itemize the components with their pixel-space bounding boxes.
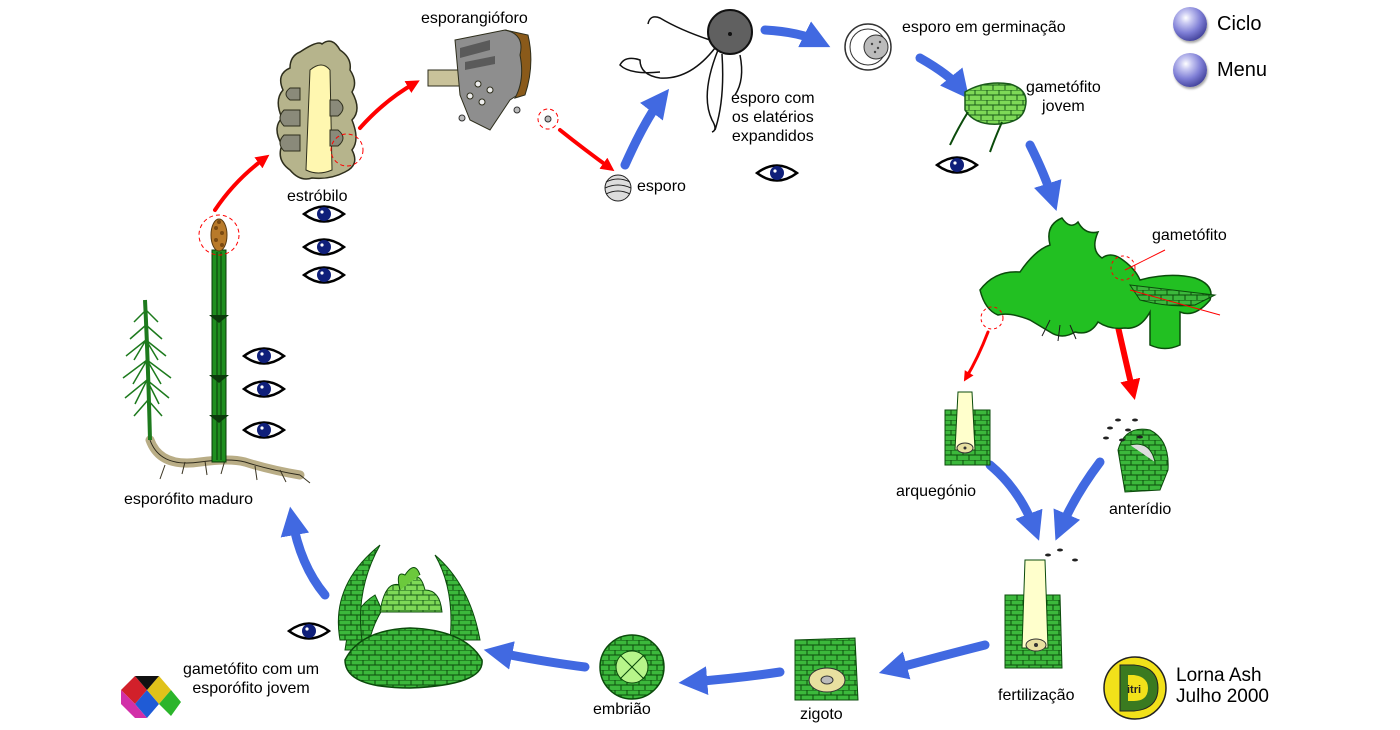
eye-icon[interactable]: [242, 345, 286, 367]
arrow-elaterios-to-germinacao: [760, 21, 831, 48]
blue-orb-icon: [1173, 7, 1207, 41]
label-gametofito-esporofito: gametófito com um esporófito jovem: [183, 661, 320, 697]
arrow-esporangioforo-to-esporo: [558, 128, 615, 172]
label-gametofito-jovem: gametófito jovem: [1026, 79, 1101, 115]
label-estrobilo: estróbilo: [287, 188, 348, 205]
eye-icon[interactable]: [242, 378, 286, 400]
label-gametofito: gametófito: [1152, 227, 1227, 244]
zigoto-illustration: [794, 637, 859, 701]
arrow-germinacao-to-jovem: [915, 53, 970, 99]
eye-icon[interactable]: [242, 419, 286, 441]
label-esporo-elaterios: esporo com os elatérios expandidos: [731, 90, 815, 145]
eye-icon[interactable]: [287, 620, 331, 642]
arrow-estrobilo-to-esporangioforo: [358, 80, 420, 130]
menu-label: Menu: [1217, 58, 1268, 81]
credit-date: Julho 2000: [1176, 686, 1269, 707]
embriao-illustration: [599, 634, 665, 700]
eye-icon[interactable]: [755, 162, 799, 184]
label-embriao: embrião: [593, 701, 651, 718]
arquegonio-illustration: [944, 391, 991, 466]
arrow-fertilizacao-to-zigoto: [878, 640, 990, 680]
eye-icon[interactable]: [935, 154, 979, 176]
ditri-logo-letters: itri: [1127, 684, 1141, 696]
ciclo-button[interactable]: Ciclo: [1173, 7, 1261, 41]
esporangioforo-illustration: [427, 29, 559, 131]
label-anteridio: anterídio: [1109, 501, 1172, 518]
menu-button[interactable]: Menu: [1173, 53, 1267, 87]
arrow-jovem-to-gametofito: [1025, 140, 1062, 211]
gametofito-jovem-illustration: [949, 82, 1027, 153]
arrow-arquegonio-to-fertilizacao: [985, 460, 1043, 541]
label-esporo: esporo: [637, 178, 686, 195]
esporo-elaterios-illustration: [619, 9, 753, 133]
colorful-logo-icon: [121, 676, 181, 718]
arrow-gametofito-to-arquegonio: [963, 330, 990, 382]
gametofito-illustration: [979, 217, 1221, 350]
label-zigoto: zigoto: [800, 706, 843, 723]
arrow-zigoto-to-embriao: [678, 666, 785, 695]
eye-icon[interactable]: [302, 264, 346, 286]
fertilizacao-illustration: [1004, 548, 1078, 669]
label-arquegonio: arquegónio: [896, 483, 977, 500]
gametofito-esporofito-illustration: [337, 544, 483, 689]
anteridio-illustration: [1103, 418, 1169, 493]
label-esporo-germinacao: esporo em germinação: [902, 19, 1066, 36]
credit-author: Lorna Ash: [1176, 665, 1262, 686]
ditri-logo: itri: [1103, 656, 1167, 720]
esporo-germinacao-illustration: [844, 23, 892, 71]
estrobilo-illustration: [276, 40, 364, 180]
blue-orb-icon: [1173, 53, 1207, 87]
ciclo-label: Ciclo: [1217, 12, 1262, 35]
cycle-arrows-blue: [280, 21, 1105, 695]
label-fertilizacao: fertilização: [998, 687, 1075, 704]
arrow-jovem-to-maduro: [280, 506, 330, 600]
label-esporofito-maduro: esporófito maduro: [124, 491, 253, 508]
eye-icon[interactable]: [302, 203, 346, 225]
arrow-maduro-to-estrobilo: [213, 154, 270, 212]
arrow-embriao-to-jovem-esporofito: [483, 641, 590, 672]
arrow-anteridio-to-fertilizacao: [1053, 457, 1105, 541]
cycle-arrows-red: [213, 80, 1141, 400]
arrow-esporo-to-elaterios: [620, 88, 670, 170]
eye-icon[interactable]: [302, 236, 346, 258]
esporo-illustration: [604, 174, 632, 202]
label-esporangioforo: esporangióforo: [421, 10, 528, 27]
mature-sporophyte-illustration: [122, 214, 311, 484]
credit-block: Lorna Ash Julho 2000: [1176, 665, 1269, 707]
